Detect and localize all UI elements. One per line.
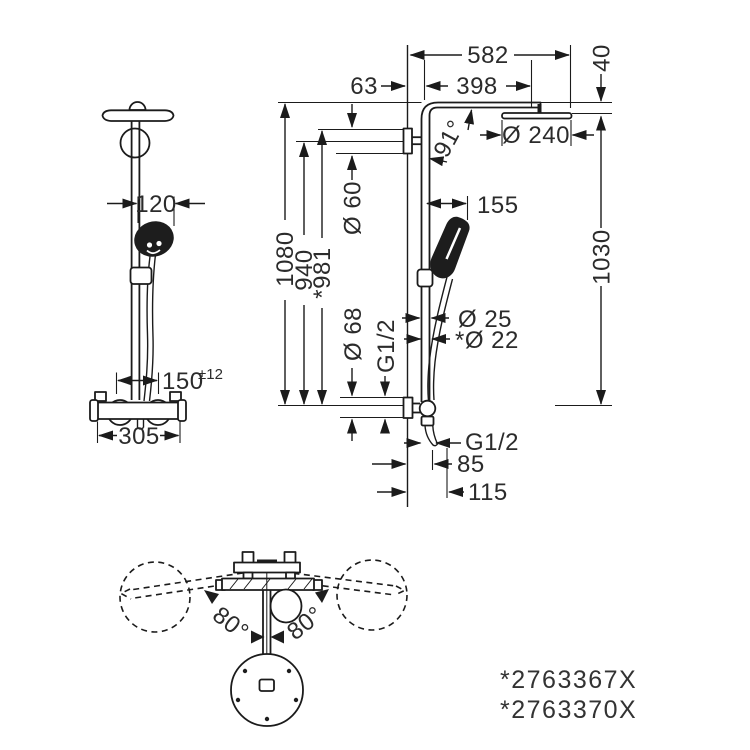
inlet-tolerance-label: ±12 <box>198 366 223 383</box>
pipe-to-head-label: 398 <box>456 73 498 100</box>
valve-width-label: 305 <box>118 423 160 450</box>
slider-clamp-front <box>129 266 153 285</box>
inlet-thread-label: G1/2 <box>373 319 400 373</box>
dim-bracket-height-alt: *981 <box>309 130 336 405</box>
hand-shower-side <box>416 216 470 402</box>
product-code-1: *2763367X <box>500 666 637 694</box>
slider-clamp-side <box>416 268 434 288</box>
bracket-diameter-label: Ø 60 <box>340 181 367 235</box>
head-drop-label: 40 <box>589 44 616 72</box>
overhead-shower-side <box>501 112 573 120</box>
rotation-arrow-right <box>315 589 329 603</box>
swivel-arm-right <box>280 571 407 596</box>
dim-pipe-to-head: 398 <box>425 60 533 108</box>
dim-hose-offset: 115 <box>377 448 508 506</box>
valve-assembly-top <box>215 551 323 591</box>
dim-valve-escutcheon: Ø 68 <box>340 307 367 441</box>
valve-escutcheon-label: Ø 68 <box>340 307 367 361</box>
swivel-position-left <box>119 561 191 633</box>
pipe-diameter-alt-label: *Ø 22 <box>455 327 519 354</box>
thermostat-valve-front <box>89 391 187 430</box>
head-diameter-label: Ø 240 <box>502 122 570 149</box>
dim-outlet-offset: 85 <box>372 450 485 478</box>
rotation-arrow-center-right <box>270 630 284 644</box>
dim-inlet-thread: G1/2 <box>373 319 400 434</box>
rotation-arrow-left <box>204 590 219 604</box>
swivel-angle-left-label: 80° <box>207 601 253 646</box>
overhead-shower-front <box>101 101 175 122</box>
shower-arm-ring-front <box>119 127 151 159</box>
head-height-label: 1030 <box>589 229 616 284</box>
hand-shower-front <box>134 221 174 257</box>
dim-wall-to-pipe: 63 <box>350 60 426 100</box>
dim-total-height: 1080 <box>272 103 403 407</box>
overhead-shower-top <box>230 572 304 727</box>
dim-inlet-distance: 150 ±12 <box>115 366 223 395</box>
dim-bracket-diameter: Ø 60 <box>278 101 422 235</box>
thermostat-valve-side <box>340 396 439 447</box>
dim-outlet-thread: G1/2 <box>404 429 519 456</box>
handshower-width-label: 120 <box>135 191 177 218</box>
hose-offset-label: 115 <box>468 479 508 506</box>
bracket-height-alt-label: *981 <box>309 247 336 298</box>
dim-total-width: 582 <box>409 42 572 108</box>
rotation-arrow-center-left <box>251 630 265 644</box>
dim-bracket-height: 940 <box>291 142 318 405</box>
head-angle-label: 91° <box>428 116 470 162</box>
dim-handshower-offset: 155 <box>426 192 519 220</box>
total-width-label: 582 <box>467 42 509 69</box>
dim-head-diameter: Ø 240 <box>480 120 594 149</box>
dim-pipe-diameter-alt: *Ø 22 <box>404 327 519 354</box>
side-view: 582 63 398 40 1030 <box>272 42 616 507</box>
bracket-height-label: 940 <box>291 249 318 291</box>
dim-head-angle: 91° <box>428 109 475 167</box>
front-view: 120 150 ±12 305 <box>89 101 223 450</box>
shower-pipe-front <box>130 121 141 400</box>
shower-pipe-side <box>420 101 542 402</box>
dim-head-drop: 40 <box>540 44 616 115</box>
outlet-thread-label: G1/2 <box>465 429 519 456</box>
dim-handshower-width: 120 <box>107 191 205 226</box>
swivel-position-right <box>336 559 408 631</box>
total-height-label: 1080 <box>272 231 299 286</box>
outlet-offset-label: 85 <box>457 451 485 478</box>
wall-to-pipe-label: 63 <box>350 73 378 100</box>
dim-head-height: 1030 <box>555 115 616 407</box>
dim-valve-width: 305 <box>96 421 181 450</box>
product-code-2: *2763370X <box>500 696 637 724</box>
product-codes: *2763367X *2763370X <box>500 666 637 724</box>
inlet-distance-label: 150 <box>162 368 204 395</box>
dim-pipe-diameter: Ø 25 <box>402 306 512 333</box>
handshower-offset-label: 155 <box>477 192 519 219</box>
swivel-arm-left <box>119 572 246 600</box>
wall-bracket-side <box>296 127 422 155</box>
pipe-diameter-label: Ø 25 <box>458 306 512 333</box>
top-view: 80° 80° <box>119 551 408 727</box>
